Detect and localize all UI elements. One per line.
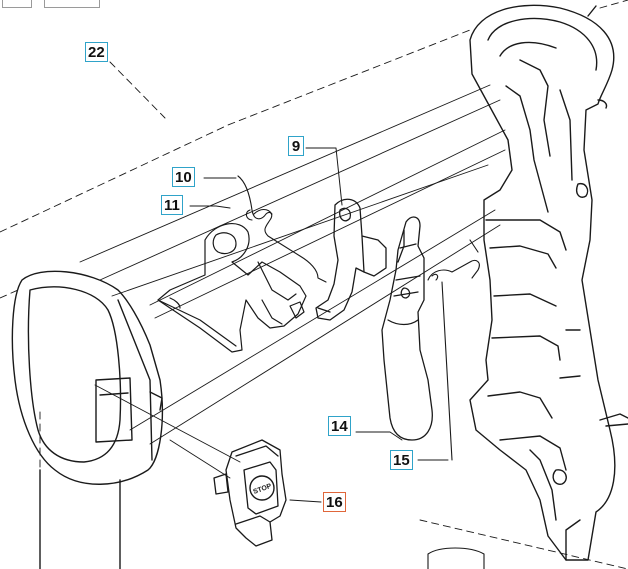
switch-logo-text: STOP [252,483,272,496]
cropped-frame-fragment [44,0,100,8]
cropped-frame-fragment [2,0,32,8]
part-trigger-mechanism[interactable] [157,223,307,353]
part-switch-16[interactable] [213,439,287,547]
callout-9[interactable]: 9 [288,136,304,156]
part-grip-cover[interactable] [11,270,164,569]
callout-16[interactable]: 16 [323,492,346,512]
assembly-axis-lines [79,84,506,479]
part-trigger-14[interactable] [381,216,433,441]
part-spring-15[interactable] [427,239,480,461]
part-housing-22[interactable] [469,4,628,561]
callout-11[interactable]: 11 [161,195,183,215]
leader-lines [189,147,449,503]
part-lever-9[interactable] [315,198,387,321]
callout-22[interactable]: 22 [85,42,108,62]
part-spring[interactable] [237,175,327,283]
callout-10[interactable]: 10 [172,167,195,187]
callout-14[interactable]: 14 [328,416,351,436]
part-fragment-bottom [427,547,485,569]
callout-15[interactable]: 15 [390,450,413,470]
